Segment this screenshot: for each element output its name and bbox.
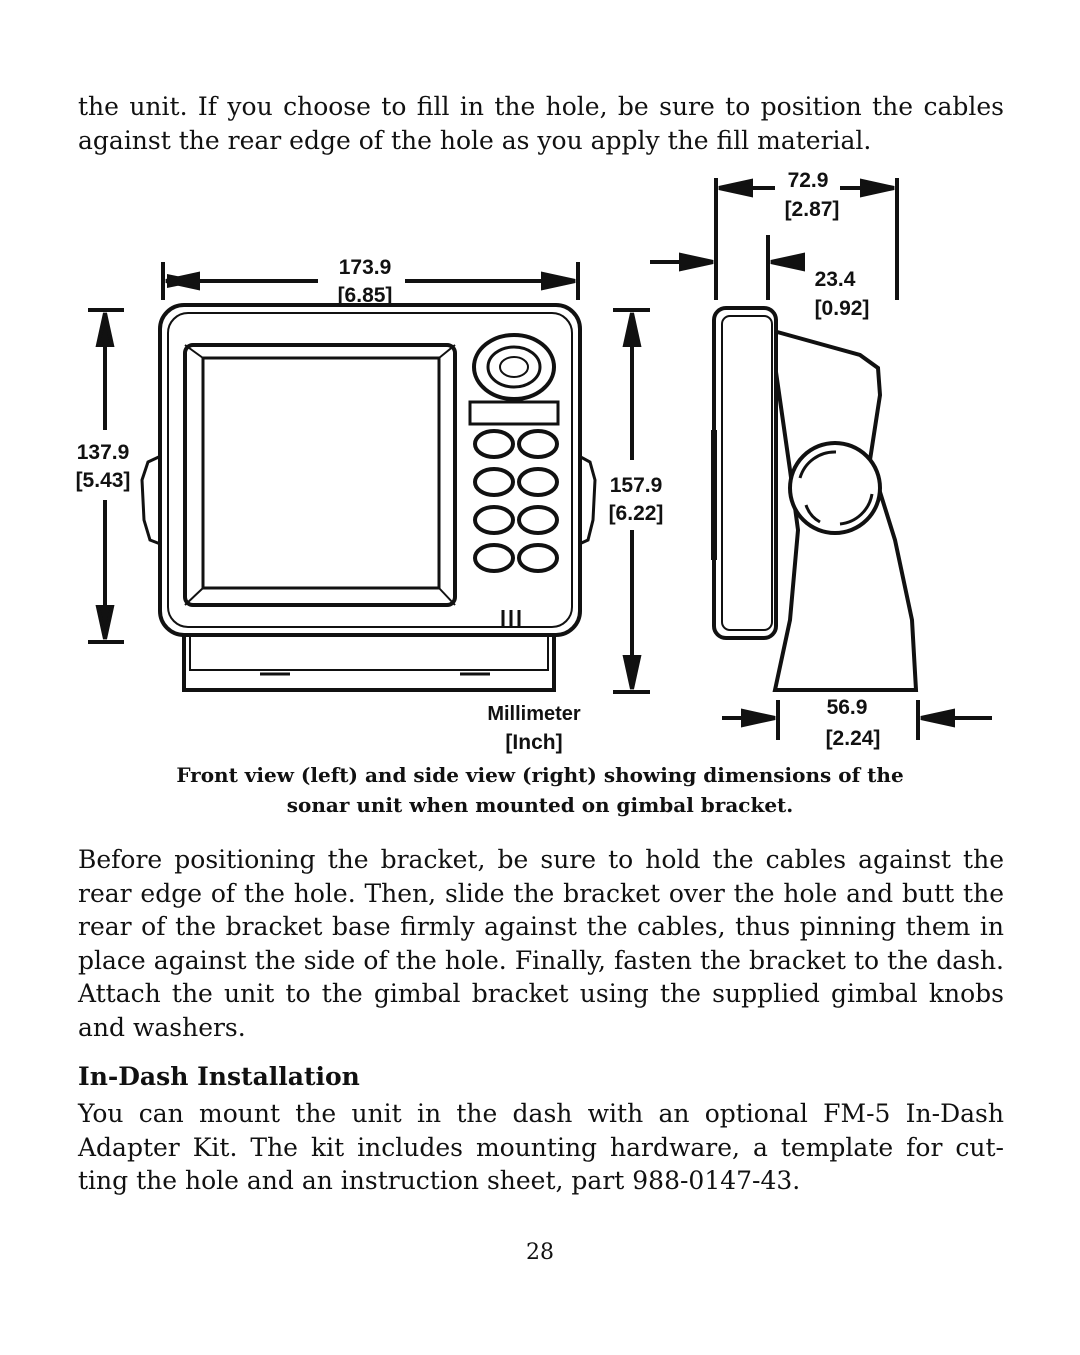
height-mm-label: 137.9 [77,441,130,464]
height-in-label: [5.43] [76,469,131,492]
intro-paragraph: the unit. If you choose to fill in the h… [78,92,1004,155]
width-in-label: [6.85] [338,284,393,307]
depth-in-label: [2.87] [785,198,840,221]
base-depth-in-label: [2.24] [826,727,881,750]
unit-legend-inch: [Inch] [505,731,562,754]
base-depth-mm-label: 56.9 [827,696,868,719]
bracket-paragraph: Before positioning the bracket, be sure … [78,845,1004,1042]
front-view [140,303,597,692]
total-height-mm-label: 157.9 [610,474,663,497]
total-height-in-label: [6.22] [609,502,664,525]
unit-legend-millimeter: Millimeter [487,703,581,725]
page-number: 28 [526,1240,554,1265]
side-view [711,306,919,692]
face-depth-mm-label: 23.4 [815,268,856,291]
caption-line-2: sonar unit when mounted on gimbal bracke… [286,793,794,817]
in-dash-paragraph: You can mount the unit in the dash with … [78,1099,1004,1195]
width-mm-label: 173.9 [339,256,392,279]
caption-line-1: Front view (left) and side view (right) … [176,763,904,787]
depth-mm-label: 72.9 [788,169,829,192]
dimension-lines [88,178,992,740]
dimension-figure: 173.9 [6.85] 137.9 [5.43] 157.9 [6.22] 7… [76,169,992,754]
figure-caption: Front view (left) and side view (right) … [90,760,990,820]
section-heading: In-Dash Installation [78,1062,360,1091]
face-depth-in-label: [0.92] [815,297,870,320]
